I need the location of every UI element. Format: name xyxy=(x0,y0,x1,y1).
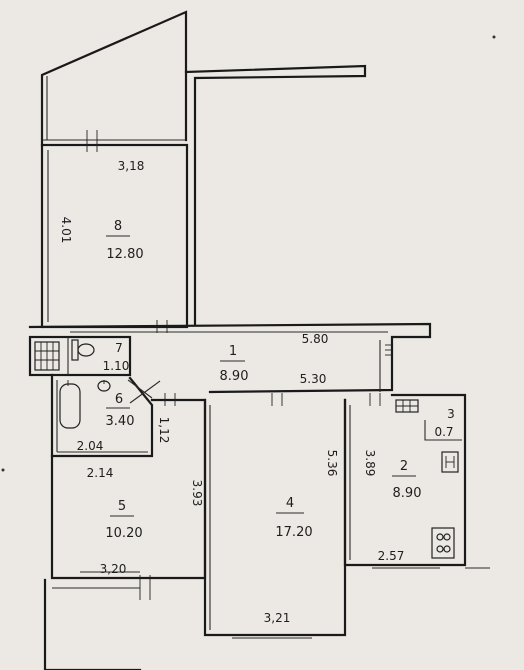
room-7-number: 7 xyxy=(115,341,123,355)
dim-room-4-depth: 5.36 xyxy=(325,450,339,477)
room-5-number: 5 xyxy=(118,499,126,514)
dim-kitchen-depth: 3.89 xyxy=(363,450,377,477)
dim-kitchen-width: 2.57 xyxy=(378,549,405,563)
paper-speck xyxy=(492,35,496,39)
dim-room-5-width: 2.14 xyxy=(87,466,114,480)
radiator-icon xyxy=(34,341,60,371)
boiler-icon xyxy=(441,451,459,473)
room-2-area: 8.90 xyxy=(393,486,422,501)
room-4-number: 4 xyxy=(286,496,294,511)
dim-room-4-width: 3,21 xyxy=(264,611,291,625)
bathtub-icon xyxy=(59,380,81,429)
toilet-walls xyxy=(28,335,132,377)
dim-corridor-bottom: 5.30 xyxy=(300,372,327,386)
room-5-area: 10.20 xyxy=(105,526,142,541)
bathroom-walls xyxy=(50,373,154,458)
room-1-area: 8.90 xyxy=(220,369,249,384)
paper-speck xyxy=(1,468,5,472)
toilet-icon xyxy=(71,339,95,361)
room-8-area: 12.80 xyxy=(106,247,143,262)
dim-room-8-width: 3,18 xyxy=(118,159,145,173)
dim-room-5-depth: 3.93 xyxy=(190,480,204,507)
room-7-area: 1.10 xyxy=(103,359,130,373)
kitchen-radiator-icon xyxy=(395,399,419,413)
dim-passage: 1,12 xyxy=(157,417,171,444)
balcony-bottom-outline xyxy=(43,578,142,670)
upper-outer-wall xyxy=(184,64,367,327)
room-3-number: 3 xyxy=(447,407,455,421)
dim-corridor-top: 5.80 xyxy=(302,332,329,346)
corridor-walls xyxy=(28,322,432,394)
room-6-area: 3.40 xyxy=(106,414,135,429)
room-6-number: 6 xyxy=(115,392,123,407)
sink-icon xyxy=(97,380,111,392)
balcony-top-outline xyxy=(40,10,188,147)
door-swing-line xyxy=(129,380,161,404)
room-2-number: 2 xyxy=(400,459,408,474)
door-swing-line xyxy=(127,379,153,399)
dim-room-8-depth: 4.01 xyxy=(59,217,73,244)
kitchen-walls xyxy=(343,393,467,567)
pantry-walls xyxy=(424,420,462,441)
room-1-number: 1 xyxy=(229,344,237,359)
dim-room-5-bottom: 3,20 xyxy=(100,562,127,576)
room-3-area: 0.7 xyxy=(434,425,453,439)
room-8-number: 8 xyxy=(114,219,122,234)
room-4-area: 17.20 xyxy=(275,525,312,540)
stove-icon xyxy=(431,527,455,559)
dim-bath-width: 2.04 xyxy=(77,439,104,453)
